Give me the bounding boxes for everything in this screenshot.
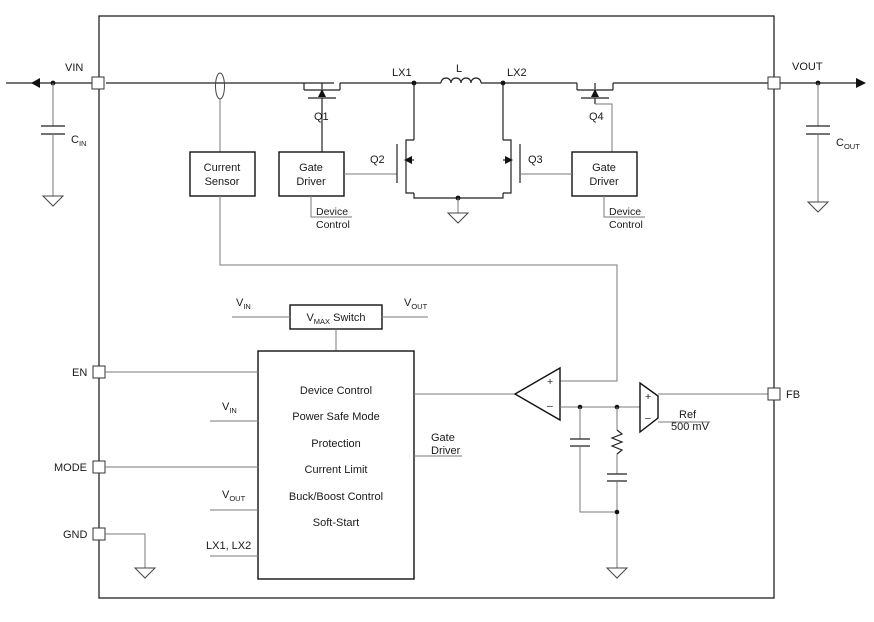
error-amplifier: + – (513, 366, 640, 422)
function-current-limit: Current Limit (305, 464, 368, 476)
vin-input: VIN (6, 62, 334, 90)
cin-capacitor: CIN (41, 83, 86, 207)
vmax-vin-label: VIN (236, 297, 251, 311)
en-pin (92, 365, 106, 379)
function-buck-boost-control: Buck/Boost Control (289, 491, 383, 503)
ref-label-2: 500 mV (671, 421, 710, 433)
gnd-pin (92, 527, 106, 541)
lx1-label: LX1 (392, 67, 412, 79)
ref-amp-minus: – (645, 412, 651, 424)
gate-driver-right: Gate Driver Device Control (520, 151, 645, 231)
current-probe-symbol (215, 72, 225, 100)
ref-amp-plus: + (645, 391, 651, 403)
gate-driver-left-label-2: Driver (296, 176, 326, 188)
gnd-pin-label: GND (63, 529, 88, 541)
vmax-switch: VMAX Switch VIN VOUT (232, 297, 428, 351)
error-amp-minus: – (547, 400, 553, 412)
fb-pin (767, 387, 781, 401)
vin-pin (91, 76, 105, 90)
cin-label: CIN (71, 134, 86, 148)
vout-output: VOUT (613, 61, 866, 90)
en-pin-label: EN (72, 367, 87, 379)
current-sensor-label-2: Sensor (205, 176, 240, 188)
error-amp-plus: + (547, 376, 553, 388)
inductor-label: L (456, 63, 462, 75)
function-device-control: Device Control (300, 385, 372, 397)
device-control-right-label-2: Control (609, 219, 643, 231)
control-block: Device Control Power Safe Mode Protectio… (206, 350, 515, 580)
q1-transistor: Q1 (303, 83, 341, 152)
fb-pin-group: FB (767, 387, 800, 401)
lx2-label: LX2 (507, 67, 527, 79)
q1-label: Q1 (314, 111, 329, 123)
device-control-left-label-1: Device (316, 206, 348, 218)
device-control-right-label-1: Device (609, 206, 641, 218)
vin-pin-label: VIN (65, 62, 83, 74)
q4-label: Q4 (589, 111, 604, 123)
control-lx-input-label: LX1, LX2 (206, 540, 251, 552)
cout-label: COUT (836, 137, 860, 151)
q4-transistor: Q4 (572, 82, 614, 152)
control-vout-input-label: VOUT (222, 489, 246, 503)
device-control-left-label-2: Control (316, 219, 350, 231)
gate-driver-right-label-1: Gate (592, 162, 616, 174)
mode-pin-group: MODE (54, 460, 258, 474)
mode-pin-label: MODE (54, 462, 87, 474)
vmax-vout-label: VOUT (404, 297, 428, 311)
function-power-safe-mode: Power Safe Mode (292, 411, 379, 423)
gate-driver-right-label-2: Driver (589, 176, 619, 188)
en-pin-group: EN (72, 365, 258, 379)
vmax-switch-label: VMAX Switch (306, 312, 365, 326)
reference-amplifier: + – Ref 500 mV (639, 381, 768, 434)
control-gate-driver-output-label-1: Gate (431, 432, 455, 444)
current-sensor-label-1: Current (204, 162, 241, 174)
mode-pin (92, 460, 106, 474)
compensation-network (570, 407, 629, 579)
fb-pin-label: FB (786, 389, 800, 401)
gate-driver-left-label-1: Gate (299, 162, 323, 174)
gnd-pin-group: GND (63, 527, 157, 579)
vout-pin-label: VOUT (792, 61, 823, 73)
control-vin-input-label: VIN (222, 401, 237, 415)
function-soft-start: Soft-Start (313, 517, 359, 529)
ref-label-1: Ref (679, 409, 697, 421)
control-gate-driver-output-label-2: Driver (431, 445, 461, 457)
q3-label: Q3 (528, 154, 543, 166)
vout-pin (767, 76, 781, 90)
q2-label: Q2 (370, 154, 385, 166)
power-stage: L LX1 LX2 Q2 Q3 (340, 63, 572, 224)
ic-boundary (98, 15, 775, 599)
function-protection: Protection (311, 438, 361, 450)
cout-capacitor: COUT (806, 83, 860, 213)
current-sensor-block: Current Sensor (189, 151, 256, 197)
gate-driver-left: Gate Driver Device Control (278, 151, 397, 231)
